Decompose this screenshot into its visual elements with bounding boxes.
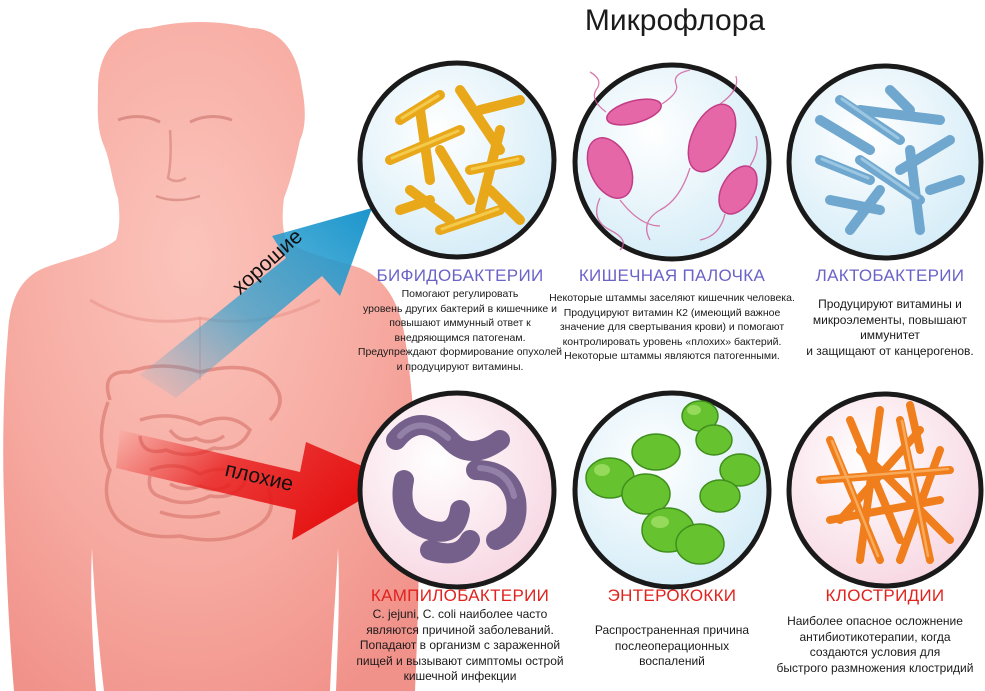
bifidobacteria-illustration — [357, 60, 557, 260]
bacteria-name-e-coli: КИШЕЧНАЯ ПАЛОЧКА — [578, 266, 766, 285]
bacteria-name-bifidobacteria: БИФИДОБАКТЕРИИ — [376, 266, 544, 285]
bacteria-name-enterococci: ЭНТЕРОКОККИ — [607, 586, 737, 605]
bad-arrow — [116, 430, 395, 540]
clostridia-illustration — [786, 391, 984, 589]
bacteria-name-lactobacteria: ЛАКТОБАКТЕРИИ — [815, 266, 965, 285]
good-arrow — [140, 208, 372, 398]
page-title: Микрофлора — [584, 4, 766, 37]
bacteria-name-campylobacteria: КАМПИЛОБАКТЕРИИ — [370, 586, 550, 605]
bacteria-desc-e-coli: Некоторые штаммы заселяют кишечник челов… — [549, 292, 795, 362]
bacteria-desc-bifidobacteria: Помогают регулировать уровень других бак… — [357, 288, 563, 373]
bacteria-desc-clostridia: Наиболее опасное осложнение антибиотикот… — [776, 614, 974, 675]
bacteria-name-clostridia: КЛОСТРИДИИ — [825, 586, 945, 605]
bacteria-desc-campylobacteria: C. jejuni, C. coli наиболее часто являют… — [356, 607, 564, 683]
enterococci-illustration — [572, 390, 772, 590]
e-coli-illustration — [572, 62, 772, 262]
campylobacteria-illustration — [357, 390, 557, 590]
bacteria-desc-enterococci: Распространенная причина послеоперационн… — [594, 623, 750, 668]
bacteria-desc-lactobacteria: Продуцируют витамины и микроэлементы, по… — [806, 297, 974, 358]
lactobacteria-illustration — [786, 63, 984, 261]
